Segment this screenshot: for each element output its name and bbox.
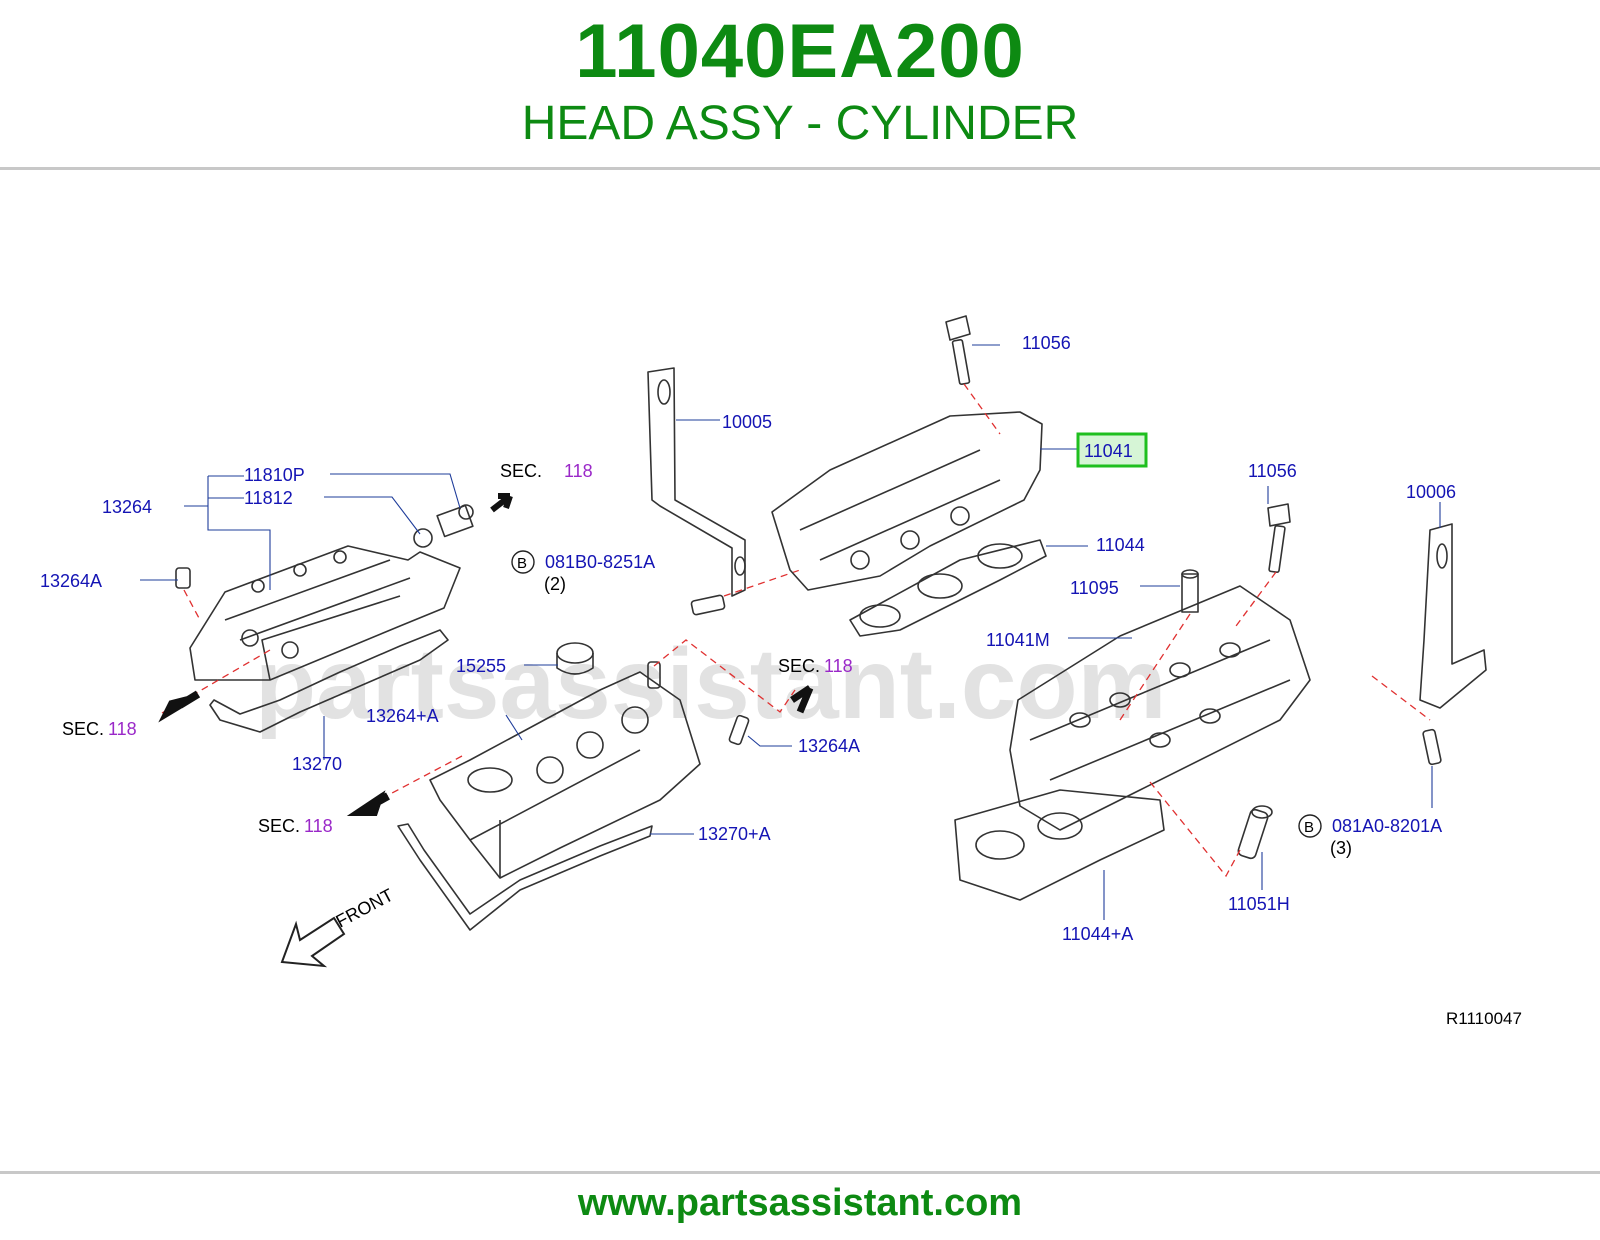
part-title: HEAD ASSY - CYLINDER <box>521 97 1079 150</box>
footer-url[interactable]: www.partsassistant.com <box>577 1182 1023 1224</box>
sec-label-2: SEC. <box>778 656 820 676</box>
callout-11812[interactable]: 11812 <box>244 488 293 508</box>
bolt-11056-top[interactable] <box>945 315 971 386</box>
dash-10005 <box>723 569 801 597</box>
diagram-svg: partsassistant.com <box>40 315 1522 1028</box>
pcv-valve-part[interactable] <box>413 504 474 548</box>
reference-code: R1110047 <box>1446 1009 1522 1028</box>
dash-11056-top <box>963 383 1001 435</box>
sec-arrow-left <box>158 690 201 723</box>
head-gasket-11044[interactable] <box>849 539 1047 637</box>
callout-11051H[interactable]: 11051H <box>1228 894 1290 914</box>
header-divider <box>0 167 1600 170</box>
callout-13264[interactable]: 13264 <box>102 497 152 517</box>
sec-label-4: SEC. <box>258 816 300 836</box>
callout-11056-top[interactable]: 11056 <box>1022 333 1071 353</box>
sec-label-1: SEC. <box>500 461 542 481</box>
rocker-gasket-middle[interactable] <box>397 823 653 931</box>
leader-13264A-mid <box>747 735 792 747</box>
sec-arrow-middle <box>790 685 814 714</box>
callout-13264A-left[interactable]: 13264A <box>40 571 102 591</box>
cylinder-head-11041M[interactable] <box>1009 585 1311 831</box>
callout-11095[interactable]: 11095 <box>1070 578 1119 598</box>
oil-filler-cap[interactable] <box>556 642 594 675</box>
callout-081A0-8201A[interactable]: 081A0-8201A <box>1332 816 1442 836</box>
rocker-cover-middle[interactable] <box>429 671 701 879</box>
bolt-marker-circle-2 <box>1298 814 1322 838</box>
bracket-10005[interactable] <box>647 367 746 597</box>
sec-number-1[interactable]: 118 <box>564 461 593 481</box>
bolt-10006[interactable] <box>1422 728 1442 766</box>
bolt-11056-right[interactable] <box>1267 503 1291 574</box>
callout-15255[interactable]: 15255 <box>456 656 506 676</box>
callout-081B0-8251A[interactable]: 081B0-8251A <box>545 552 655 572</box>
dash-11056-right <box>1235 571 1277 627</box>
callout-10005[interactable]: 10005 <box>722 412 772 432</box>
sec-number-4[interactable]: 118 <box>304 816 333 836</box>
callout-11041[interactable]: 11041 <box>1084 441 1133 461</box>
callout-10006[interactable]: 10006 <box>1406 482 1456 502</box>
callout-11810P[interactable]: 11810P <box>244 465 305 485</box>
header: 11040EA200 HEAD ASSY - CYLINDER <box>0 0 1600 168</box>
pcv-middle[interactable] <box>647 661 661 689</box>
dowel-11095[interactable] <box>1181 569 1199 613</box>
head-gasket-11044A[interactable] <box>954 789 1165 901</box>
sec-number-3[interactable]: 118 <box>108 719 137 739</box>
cylinder-head-11041[interactable] <box>771 411 1043 591</box>
bolt-13264A-middle[interactable] <box>728 714 750 746</box>
sec-label-3: SEC. <box>62 719 104 739</box>
bracket-10006[interactable] <box>1419 523 1487 709</box>
callout-11041M[interactable]: 11041M <box>986 630 1050 650</box>
callout-081A0-qty: (3) <box>1330 838 1352 858</box>
callout-11041-highlight <box>1076 432 1148 468</box>
callout-13270[interactable]: 13270 <box>292 754 342 774</box>
leader-11810P-11812 <box>184 473 461 590</box>
callout-11044pA[interactable]: 11044+A <box>1062 924 1133 944</box>
callout-11056-right[interactable]: 11056 <box>1248 461 1297 481</box>
footer-divider <box>0 1171 1600 1174</box>
plug-11051H[interactable] <box>1237 805 1273 860</box>
dash-left-sec <box>161 649 271 714</box>
rocker-gasket-left[interactable] <box>209 629 449 733</box>
sec-number-2[interactable]: 118 <box>824 656 853 676</box>
callout-13264A-mid[interactable]: 13264A <box>798 736 860 756</box>
sec-arrow-top <box>490 493 513 513</box>
bolt-marker-circle-1 <box>511 550 535 574</box>
leader-13264pA <box>505 714 523 741</box>
bolt-marker-2: B <box>1304 819 1314 836</box>
front-arrow: FRONT <box>280 885 397 968</box>
bolt-marker-1: B <box>517 555 527 572</box>
callout-13264pA[interactable]: 13264+A <box>366 706 439 726</box>
dash-11095 <box>1119 613 1191 721</box>
dash-10006 <box>1371 675 1431 721</box>
dash-mid-sec <box>653 639 796 713</box>
parts-diagram: partsassistant.com <box>0 171 1600 1169</box>
callout-081B0-qty: (2) <box>544 574 566 594</box>
callout-11044[interactable]: 11044 <box>1096 535 1145 555</box>
callout-13270pA[interactable]: 13270+A <box>698 824 771 844</box>
front-label: FRONT <box>332 885 396 932</box>
part-number: 11040EA200 <box>575 9 1025 94</box>
oil-cap-bolt-left[interactable] <box>175 567 201 621</box>
sec-arrow-bottom <box>346 790 390 816</box>
rocker-cover-left[interactable] <box>189 545 461 681</box>
bolt-10005[interactable] <box>690 594 726 616</box>
dash-11051H <box>1149 781 1241 878</box>
